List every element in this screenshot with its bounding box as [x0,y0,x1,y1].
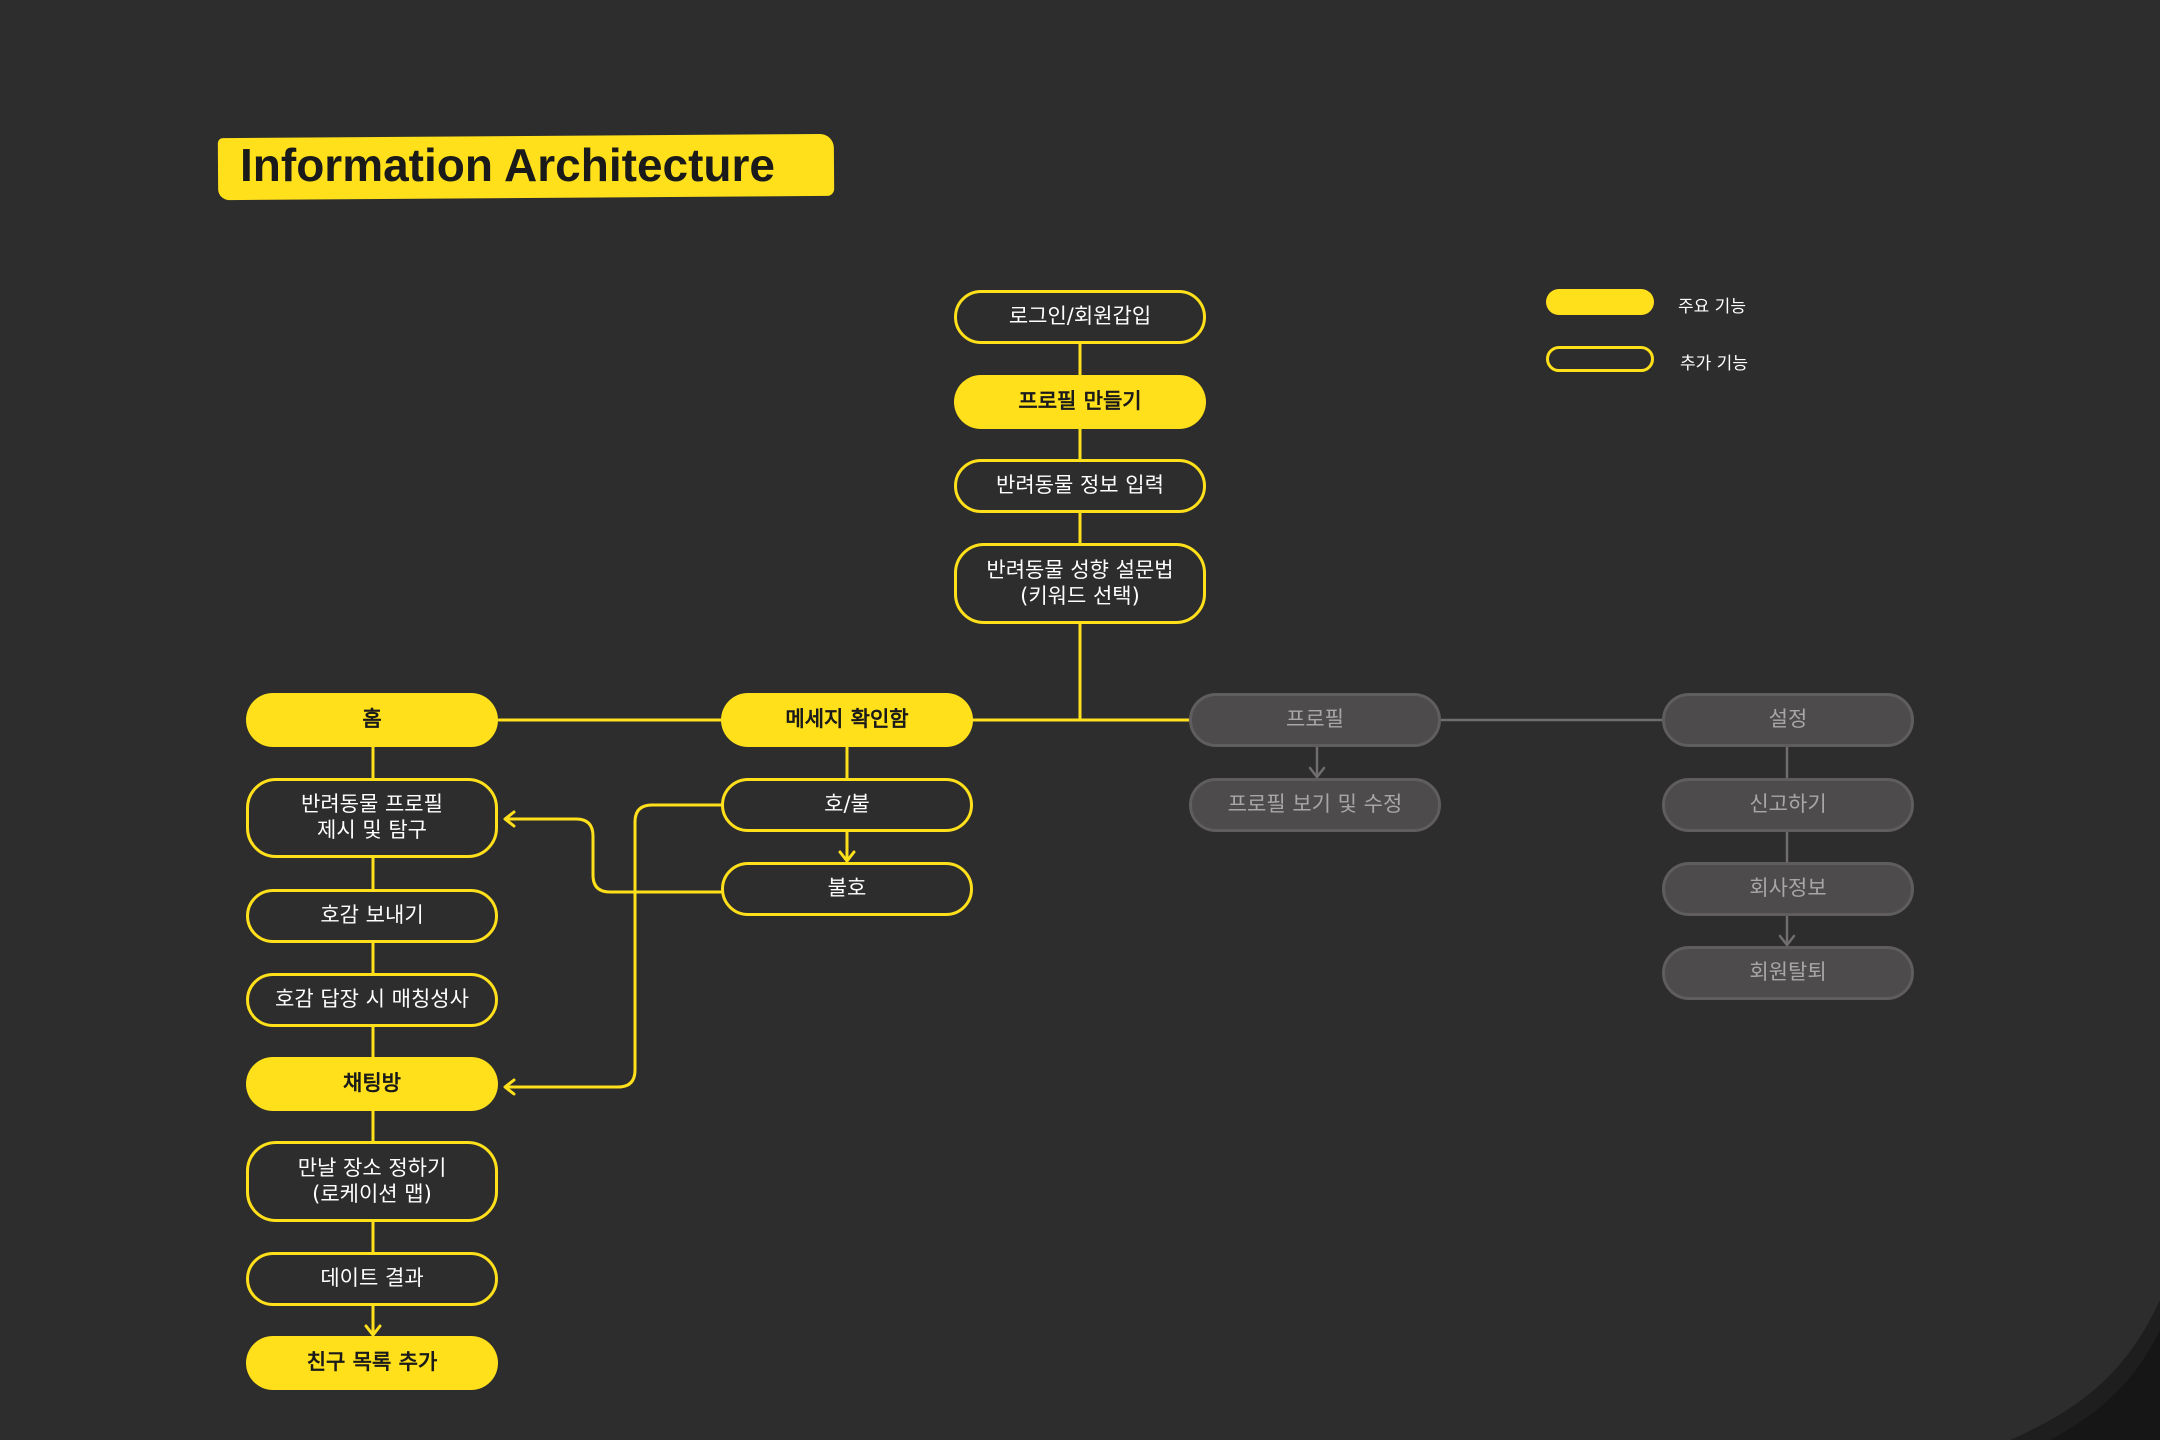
legend-secondary-label: 추가 기능 [1680,354,1748,374]
arrowhead-chat [503,1078,516,1096]
node-profile-view-edit[interactable]: 프로필 보기 및 수정 [1189,778,1441,832]
arrowhead-friend [364,1324,382,1337]
node-company-info[interactable]: 회사정보 [1662,862,1914,916]
node-date-result[interactable]: 데이트 결과 [246,1252,498,1306]
node-inbox[interactable]: 메세지 확인함 [721,693,973,747]
arrowhead-explore [503,810,516,828]
node-meeting-place[interactable]: 만날 장소 정하기 (로케이션 맵) [246,1141,498,1222]
legend-primary-swatch [1546,289,1654,315]
node-settings[interactable]: 설정 [1662,693,1914,747]
connector-dislike-explore [504,817,723,894]
node-dislike[interactable]: 불호 [721,862,973,916]
legend-secondary-swatch [1546,346,1654,372]
node-pet-survey[interactable]: 반려동물 성향 설문법 (키워드 선택) [954,543,1206,624]
node-add-friend[interactable]: 친구 목록 추가 [246,1336,498,1390]
node-login[interactable]: 로그인/회원갑입 [954,290,1206,344]
arrowhead-profile-view [1308,766,1326,779]
node-send-like[interactable]: 호감 보내기 [246,889,498,943]
arrowhead-dislike [838,850,856,863]
node-report[interactable]: 신고하기 [1662,778,1914,832]
node-chat-room[interactable]: 채팅방 [246,1057,498,1111]
arrowhead-withdraw [1778,934,1796,947]
node-pet-info[interactable]: 반려동물 정보 입력 [954,459,1206,513]
page-curl-decoration [2010,1300,2160,1440]
node-profile-create[interactable]: 프로필 만들기 [954,375,1206,429]
node-like-dislike[interactable]: 호/불 [721,778,973,832]
node-withdraw[interactable]: 회원탈퇴 [1662,946,1914,1000]
node-home[interactable]: 홈 [246,693,498,747]
node-profile[interactable]: 프로필 [1189,693,1441,747]
legend-primary-label: 주요 기능 [1678,297,1746,317]
node-pet-profile-explore[interactable]: 반려동물 프로필 제시 및 탐구 [246,778,498,858]
page-title: Information Architecture [240,139,776,191]
node-match-on-reply[interactable]: 호감 답장 시 매칭성사 [246,973,498,1027]
connector-likedislike-chat [504,803,723,1089]
